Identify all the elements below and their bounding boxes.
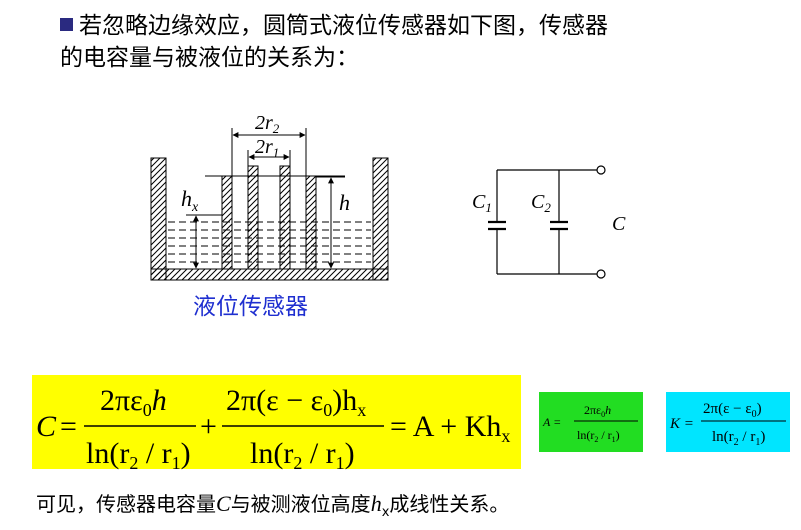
svg-text:ln(r2 / r1): ln(r2 / r1) [250, 437, 355, 473]
formula-a-box [539, 392, 643, 452]
svg-text:A =: A = [542, 415, 561, 429]
svg-text:ln(r2 / r1): ln(r2 / r1) [86, 437, 191, 473]
outer-container [150, 157, 389, 281]
label-2r1: 2r1 [255, 136, 279, 160]
label-hx: hx [181, 186, 199, 215]
formula-k-box [666, 392, 790, 452]
square-bullet-icon [60, 18, 73, 31]
equivalent-circuit [488, 165, 606, 279]
svg-text:2π(ε − ε0)hx: 2π(ε − ε0)hx [226, 384, 366, 420]
inner-electrode [247, 165, 291, 270]
dimension-lines [186, 128, 345, 269]
label-c2: C2 [531, 191, 551, 215]
svg-text:K =: K = [669, 416, 694, 432]
formula-main-box [32, 375, 521, 469]
label-c1: C1 [472, 191, 492, 215]
liquid [168, 221, 371, 263]
heading-line2: 的电容量与被液位的关系为： [60, 45, 359, 71]
svg-text:2π(ε − ε0): 2π(ε − ε0) [703, 401, 762, 420]
label-c: C [612, 213, 626, 235]
formula-k: K = 2π(ε − ε0) ln(r2 / r1) [669, 401, 786, 448]
conclusion-text: 可见，传感器电容量C与被测液位高度hx成线性关系。 [36, 491, 510, 520]
heading-line1: 若忽略边缘效应，圆筒式液位传感器如下图，传感器 [79, 13, 608, 39]
svg-text:ln(r2 / r1): ln(r2 / r1) [712, 429, 765, 448]
label-2r2: 2r2 [255, 112, 280, 136]
terminal-bottom-icon [596, 269, 606, 279]
formula-main: C = 2πε0h ln(r2 / r1) + 2π(ε − ε0)hx ln(… [36, 384, 510, 473]
label-h: h [339, 190, 350, 215]
svg-text:= A + Khx: = A + Khx [390, 410, 510, 446]
svg-text:C: C [36, 410, 57, 443]
formula-a: A = 2πε0h ln(r2 / r1) [542, 403, 638, 444]
svg-text:=: = [60, 410, 77, 443]
svg-text:+: + [200, 410, 217, 443]
terminal-top-icon [596, 165, 606, 175]
svg-text:ln(r2 / r1): ln(r2 / r1) [577, 428, 620, 444]
svg-text:2πε0h: 2πε0h [100, 384, 167, 420]
diagram-caption: 液位传感器 [193, 294, 308, 320]
heading: 若忽略边缘效应，圆筒式液位传感器如下图，传感器 的电容量与被液位的关系为： [60, 10, 780, 74]
svg-text:2πε0h: 2πε0h [584, 403, 611, 419]
